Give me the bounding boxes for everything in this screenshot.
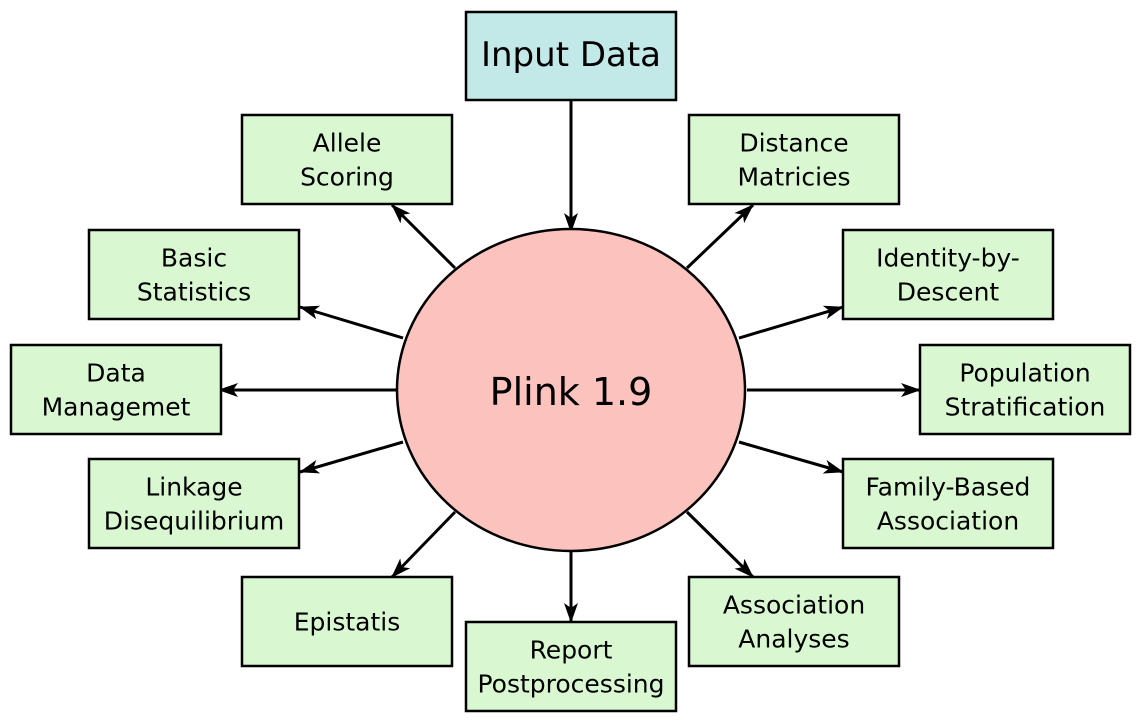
plink-center-circle xyxy=(395,227,747,553)
data-management-label-line: Managemet xyxy=(42,393,191,422)
family-based-association-label-line: Association xyxy=(877,507,1019,536)
arrow-to-family-based-association xyxy=(738,440,844,474)
identity-by-descent-node: Identity-by- Descent xyxy=(841,228,1055,321)
linkage-disequilibrium-box xyxy=(87,457,301,550)
input-data-label: Input Data xyxy=(481,35,661,75)
input-data-node: Input Data xyxy=(464,10,678,102)
epistatis-box xyxy=(240,575,454,668)
population-stratification-label-line: Population xyxy=(959,359,1090,388)
arrows-layer xyxy=(218,100,921,623)
arrow-to-allele-scoring xyxy=(390,203,457,270)
identity-by-descent-label-line: Descent xyxy=(897,278,1000,307)
basic-statistics-label-line: Statistics xyxy=(137,278,251,307)
family-based-association-box xyxy=(841,457,1055,550)
arrow-to-linkage-disequilibrium xyxy=(299,440,404,474)
basic-statistics-box xyxy=(87,228,301,321)
arrow-to-basic-statistics xyxy=(299,305,404,340)
association-analyses-label-line: Analyses xyxy=(738,625,849,654)
arrow-to-distance-matricies xyxy=(685,203,755,270)
distance-matricies-label-line: Matricies xyxy=(737,163,850,192)
report-postprocessing-label-line: Report xyxy=(530,636,613,665)
report-postprocessing-box xyxy=(464,620,678,713)
linkage-disequilibrium-label-line: Linkage xyxy=(145,473,242,502)
arrow-to-identity-by-descent xyxy=(738,305,844,340)
plink-center-node: Plink 1.9 xyxy=(395,227,747,553)
data-management-box xyxy=(9,343,223,436)
distance-matricies-label-line: Distance xyxy=(739,129,848,158)
family-based-association-label-line: Family-Based xyxy=(866,473,1031,502)
epistatis-node: Epistatis xyxy=(240,575,454,668)
association-analyses-box xyxy=(687,575,901,668)
allele-scoring-box xyxy=(240,113,454,206)
association-analyses-label-line: Association xyxy=(723,591,865,620)
distance-matricies-box xyxy=(687,113,901,206)
identity-by-descent-box xyxy=(841,228,1055,321)
population-stratification-label-line: Stratification xyxy=(945,393,1106,422)
arrow-to-association-analyses xyxy=(685,510,755,579)
population-stratification-box xyxy=(918,343,1132,436)
input-data-box xyxy=(464,10,678,102)
linkage-disequilibrium-label-line: Disequilibrium xyxy=(104,507,284,536)
basic-statistics-label-line: Basic xyxy=(161,244,227,273)
identity-by-descent-label-line: Identity-by- xyxy=(876,244,1020,273)
allele-scoring-label-line: Scoring xyxy=(300,163,394,192)
data-management-label-line: Data xyxy=(86,359,146,388)
allele-scoring-label-line: Allele xyxy=(313,129,382,158)
plink-center-label: Plink 1.9 xyxy=(490,370,653,414)
arrow-to-epistatis xyxy=(390,510,457,579)
epistatis-label-line: Epistatis xyxy=(294,608,401,637)
report-postprocessing-label-line: Postprocessing xyxy=(477,670,664,699)
